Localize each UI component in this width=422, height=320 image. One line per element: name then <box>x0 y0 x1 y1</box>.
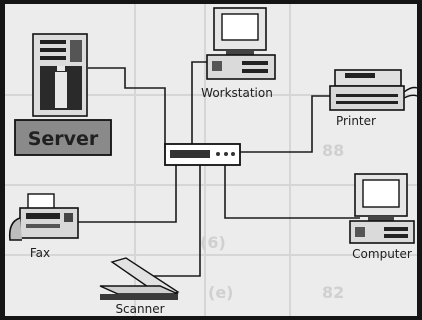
server-icon <box>32 33 88 117</box>
link-fax-hub <box>62 165 177 223</box>
printer-label: Printer <box>336 114 376 128</box>
background-mark: 88 <box>322 141 344 160</box>
workstation-label: Workstation <box>201 86 273 100</box>
fax-label: Fax <box>30 246 50 260</box>
background-mark: 82 <box>322 283 344 302</box>
scanner-label: Scanner <box>115 302 164 316</box>
computer-label: Computer <box>352 247 412 261</box>
link-scanner-hub <box>150 165 201 277</box>
printer-icon <box>329 69 418 111</box>
link-computer-hub <box>224 165 360 219</box>
fax-icon <box>8 193 79 241</box>
background-mark: (e) <box>208 283 233 302</box>
computer-icon <box>349 173 415 244</box>
server-label-box <box>14 119 112 156</box>
server-label: Server <box>28 128 99 150</box>
workstation-icon <box>206 7 276 80</box>
background-mark: (6) <box>200 233 226 252</box>
connections <box>62 61 360 277</box>
network-hub <box>164 143 241 166</box>
link-server-hub <box>88 67 166 148</box>
link-printer-hub <box>238 95 332 153</box>
scanner-icon <box>99 257 180 300</box>
background-marks: 88 (6) (e) 82 <box>200 141 344 302</box>
